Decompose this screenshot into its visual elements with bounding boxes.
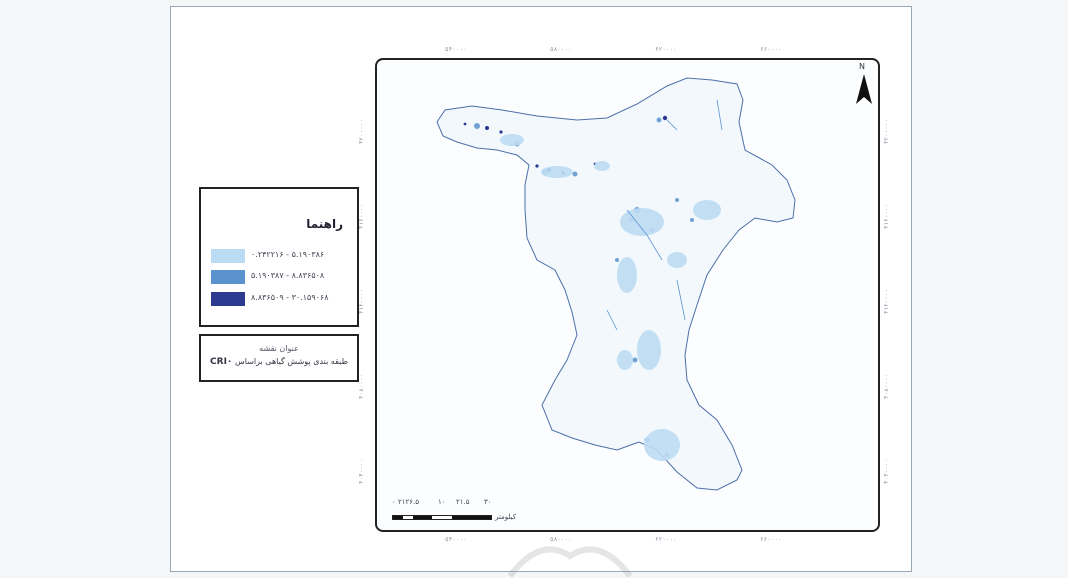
frame-tick-label: ۵۴۰۰۰۰ bbox=[445, 536, 467, 543]
scale-segments bbox=[392, 515, 492, 520]
map-title-index: CRI۰ bbox=[210, 357, 233, 367]
frame-tick-label: ۴۰۴۰۰۰۰ bbox=[883, 458, 891, 485]
map-title-text: طبقه بندی پوشش گیاهی براساس CRI۰ bbox=[201, 357, 357, 367]
legend-label: ۰.۲۴۲۲۱۶ - ۵.۱۹۰۳۸۶ bbox=[251, 250, 325, 259]
scale-bar: ۰ ۲۱۲۶.۵ ۱۰ ۲۱.۵ ۳۰ کیلومتر bbox=[392, 498, 522, 528]
scale-label: ۲۱.۵ bbox=[456, 498, 470, 506]
frame-tick-label: ۴۱۶۰۰۰۰ bbox=[883, 203, 891, 230]
legend-swatch bbox=[211, 249, 245, 263]
frame-tick-label: ۴۰۸۰۰۰۰ bbox=[883, 373, 891, 400]
vegetation-class1-patches bbox=[500, 134, 721, 461]
frame-tick-label: ۶۶۰۰۰۰ bbox=[760, 536, 782, 543]
frame-tick-label: ۴۱۲۰۰۰۰ bbox=[883, 288, 891, 315]
legend-item: ۸.۸۳۶۵۰۹ - ۳۰.۱۵۹۰۶۸ bbox=[211, 292, 356, 308]
frame-tick-label: ۵۸۰۰۰۰ bbox=[550, 46, 572, 53]
watermark-emblem-icon bbox=[507, 546, 633, 578]
frame-tick-label: ۴۱۲۰۰۰۰ bbox=[358, 288, 366, 315]
legend-swatch bbox=[211, 270, 245, 284]
legend-panel: راهنما ۰.۲۴۲۲۱۶ - ۵.۱۹۰۳۸۶ ۵.۱۹۰۳۸۷ - ۸.… bbox=[199, 187, 359, 327]
map-title-panel: عنوان نقشه طبقه بندی پوشش گیاهی براساس C… bbox=[199, 334, 359, 382]
scale-label: ۳۰ bbox=[484, 498, 492, 506]
frame-tick-label: ۶۲۰۰۰۰ bbox=[655, 536, 677, 543]
north-arrow: N bbox=[852, 62, 876, 106]
frame-tick-label: ۶۲۰۰۰۰ bbox=[655, 46, 677, 53]
frame-tick-label: ۴۲۰۰۰۰۰ bbox=[358, 118, 366, 145]
legend-swatch bbox=[211, 292, 245, 306]
scale-label: ۱۰ bbox=[438, 498, 446, 506]
scale-label: ۰ ۲۱۲۶.۵ bbox=[392, 498, 420, 506]
frame-tick-label: ۴۲۰۰۰۰۰ bbox=[883, 118, 891, 145]
legend-title: راهنما bbox=[306, 217, 343, 231]
frame-tick-label: ۴۰۸۰۰۰۰ bbox=[358, 373, 366, 400]
frame-tick-label: ۵۴۰۰۰۰ bbox=[445, 46, 467, 53]
frame-tick-label: ۶۶۰۰۰۰ bbox=[760, 46, 782, 53]
map-frame bbox=[375, 58, 880, 532]
study-area-map bbox=[436, 77, 796, 491]
legend-label: ۵.۱۹۰۳۸۷ - ۸.۸۳۶۵۰۸ bbox=[251, 271, 325, 280]
north-arrow-icon bbox=[856, 74, 872, 104]
map-title-description: طبقه بندی پوشش گیاهی براساس bbox=[234, 357, 348, 366]
scale-unit: کیلومتر bbox=[495, 513, 517, 521]
legend-label: ۸.۸۳۶۵۰۹ - ۳۰.۱۵۹۰۶۸ bbox=[251, 293, 329, 302]
frame-tick-label: ۵۸۰۰۰۰ bbox=[550, 536, 572, 543]
legend-item: ۰.۲۴۲۲۱۶ - ۵.۱۹۰۳۸۶ bbox=[211, 249, 356, 265]
north-label: N bbox=[859, 62, 865, 71]
map-title-heading: عنوان نقشه bbox=[259, 344, 299, 353]
frame-tick-label: ۴۰۴۰۰۰۰ bbox=[358, 458, 366, 485]
frame-tick-label: ۴۱۶۰۰۰۰ bbox=[358, 203, 366, 230]
study-area-boundary bbox=[436, 77, 796, 491]
legend-item: ۵.۱۹۰۳۸۷ - ۸.۸۳۶۵۰۸ bbox=[211, 270, 356, 286]
drainage-lines bbox=[606, 99, 723, 331]
